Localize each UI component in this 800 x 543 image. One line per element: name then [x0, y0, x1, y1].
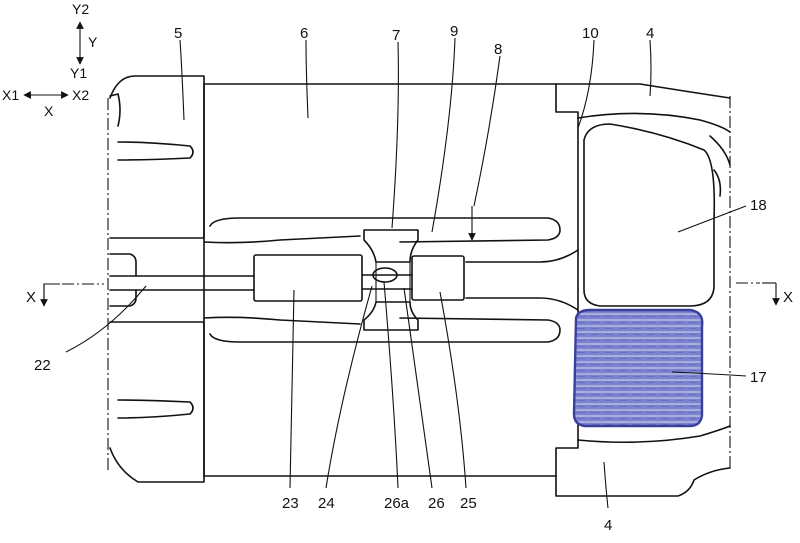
axis-x2-label: X2 — [72, 87, 89, 103]
unit-25 — [411, 255, 465, 301]
motor-23 — [253, 254, 363, 302]
leader-lines — [65, 37, 747, 509]
label-24: 24 — [318, 495, 335, 512]
axis-y1-label: Y1 — [70, 65, 87, 81]
upper-member — [203, 217, 561, 244]
axis-indicator: Y2 Y Y1 X1 X2 X — [2, 1, 98, 119]
label-23: 23 — [282, 495, 299, 512]
rear-link-upper — [465, 249, 579, 263]
tank-18 — [583, 123, 716, 307]
housing-7-lower — [363, 301, 419, 331]
axis-x1-label: X1 — [2, 87, 19, 103]
axis-y2-label: Y2 — [72, 1, 89, 17]
label-4-bottom: 4 — [604, 517, 612, 534]
axis-y-label: Y — [88, 34, 98, 50]
label-26: 26 — [428, 495, 445, 512]
rear-link-lower — [465, 297, 579, 311]
side-member-4-top — [555, 83, 731, 166]
label-10: 10 — [582, 25, 599, 42]
label-8: 8 — [494, 41, 502, 58]
tank-18-detail — [713, 169, 722, 197]
label-26a: 26a — [384, 495, 410, 512]
section-marker-left: X — [26, 283, 104, 307]
label-22: 22 — [34, 357, 51, 374]
axis-x-label: X — [44, 103, 54, 119]
label-18: 18 — [750, 197, 767, 214]
label-5: 5 — [174, 25, 182, 42]
battery-17 — [572, 308, 704, 428]
label-9: 9 — [450, 23, 458, 40]
label-4-top: 4 — [646, 25, 654, 42]
label-7: 7 — [392, 27, 400, 44]
label-6: 6 — [300, 25, 308, 42]
housing-7-upper — [363, 229, 419, 263]
reference-numerals: 5 6 7 9 8 10 4 18 17 22 23 24 26a 26 25 … — [34, 23, 767, 534]
label-17: 17 — [750, 369, 767, 386]
frame-6 — [203, 83, 557, 477]
label-25: 25 — [460, 495, 477, 512]
section-mark-left-label: X — [26, 289, 36, 306]
section-mark-right-label: X — [783, 289, 793, 306]
side-member-4-bottom — [555, 425, 731, 497]
front-part-5 — [109, 75, 205, 483]
coupling-26a — [372, 267, 398, 283]
shaft-22 — [109, 253, 255, 307]
section-marker-right: X — [736, 282, 793, 306]
lower-member — [203, 316, 561, 343]
